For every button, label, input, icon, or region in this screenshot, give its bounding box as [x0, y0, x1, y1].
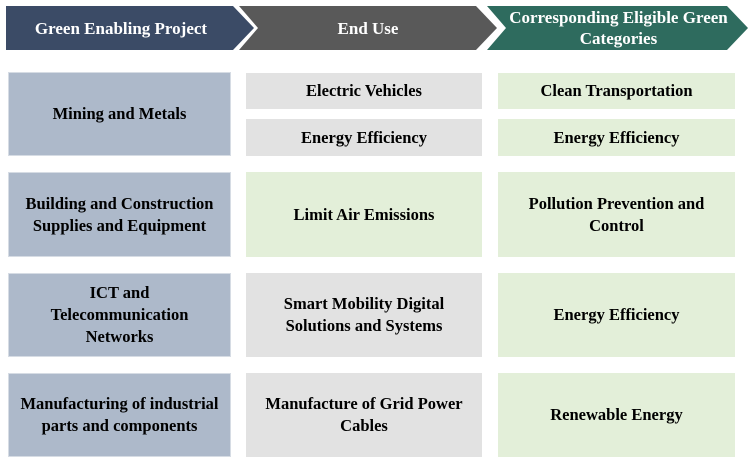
- end-use-cell-energy-efficiency: Energy Efficiency: [246, 119, 482, 156]
- project-label: Building and Construction Supplies and E…: [25, 193, 214, 235]
- header-label: Green Enabling Project: [34, 18, 208, 38]
- category-cell-energy-efficiency: Energy Efficiency: [498, 273, 735, 357]
- category-cell-pollution-prevention: Pollution Prevention and Control: [498, 172, 735, 257]
- category-cell-renewable-energy: Renewable Energy: [498, 373, 735, 457]
- category-label: Energy Efficiency: [553, 305, 680, 324]
- project-cell-manufacturing: Manufacturing of industrial parts and co…: [8, 373, 231, 457]
- header-green-enabling-project: Green Enabling Project: [6, 6, 254, 50]
- header-label: End Use: [337, 18, 399, 38]
- end-use-label: Limit Air Emissions: [293, 204, 435, 224]
- end-use-label: Manufacture of Grid Power Cables: [265, 394, 463, 435]
- project-cell-ict-telecommunication: ICT and Telecommunication Networks: [8, 273, 231, 357]
- project-label: Manufacturing of industrial parts and co…: [20, 394, 219, 435]
- header-label: Corresponding Eligible Green Categories: [509, 8, 728, 48]
- project-label: ICT and Telecommunication Networks: [50, 283, 189, 346]
- category-cell-clean-transportation: Clean Transportation: [498, 73, 735, 109]
- end-use-label: Electric Vehicles: [306, 81, 422, 100]
- end-use-cell-electric-vehicles: Electric Vehicles: [246, 73, 482, 109]
- end-use-cell-smart-mobility: Smart Mobility Digital Solutions and Sys…: [246, 273, 482, 357]
- category-cell-energy-efficiency: Energy Efficiency: [498, 119, 735, 156]
- end-use-label: Smart Mobility Digital Solutions and Sys…: [283, 294, 445, 335]
- project-cell-mining-and-metals: Mining and Metals: [8, 72, 231, 156]
- category-label: Energy Efficiency: [553, 127, 680, 147]
- project-label: Mining and Metals: [52, 104, 187, 123]
- end-use-label: Energy Efficiency: [300, 127, 427, 147]
- category-label: Renewable Energy: [550, 405, 683, 424]
- category-label: Pollution Prevention and Control: [528, 193, 705, 235]
- project-cell-building-and-construction: Building and Construction Supplies and E…: [8, 172, 231, 257]
- header-end-use: End Use: [239, 6, 497, 50]
- end-use-cell-grid-power-cables: Manufacture of Grid Power Cables: [246, 373, 482, 457]
- category-label: Clean Transportation: [540, 81, 693, 100]
- header-eligible-green-categories: Corresponding Eligible Green Categories: [487, 6, 748, 50]
- end-use-cell-limit-air-emissions: Limit Air Emissions: [246, 172, 482, 257]
